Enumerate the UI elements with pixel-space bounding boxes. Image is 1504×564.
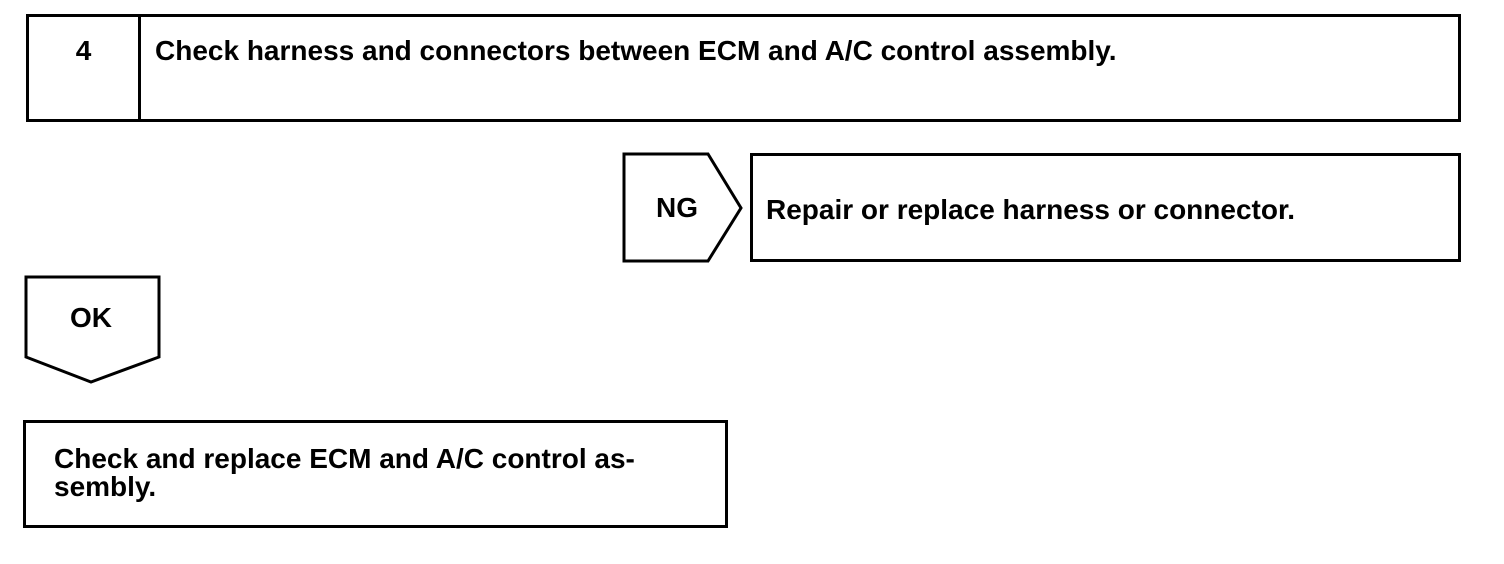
ok-arrow — [24, 275, 161, 384]
ng-result-box: Repair or replace harness or connector. — [750, 153, 1461, 262]
step-box: 4 Check harness and connectors between E… — [26, 14, 1461, 122]
ok-result-text: Check and replace ECM and A/C control as… — [54, 443, 635, 502]
step-number: 4 — [75, 35, 92, 66]
ok-result-box: Check and replace ECM and A/C control as… — [23, 420, 728, 528]
ng-label: NG — [656, 192, 698, 223]
ng-arrow — [622, 152, 743, 263]
step-number-cell: 4 — [29, 17, 141, 119]
ng-result-text: Repair or replace harness or connector. — [766, 194, 1296, 225]
step-title: Check harness and connectors between ECM… — [155, 35, 1117, 66]
ok-label: OK — [70, 302, 112, 333]
